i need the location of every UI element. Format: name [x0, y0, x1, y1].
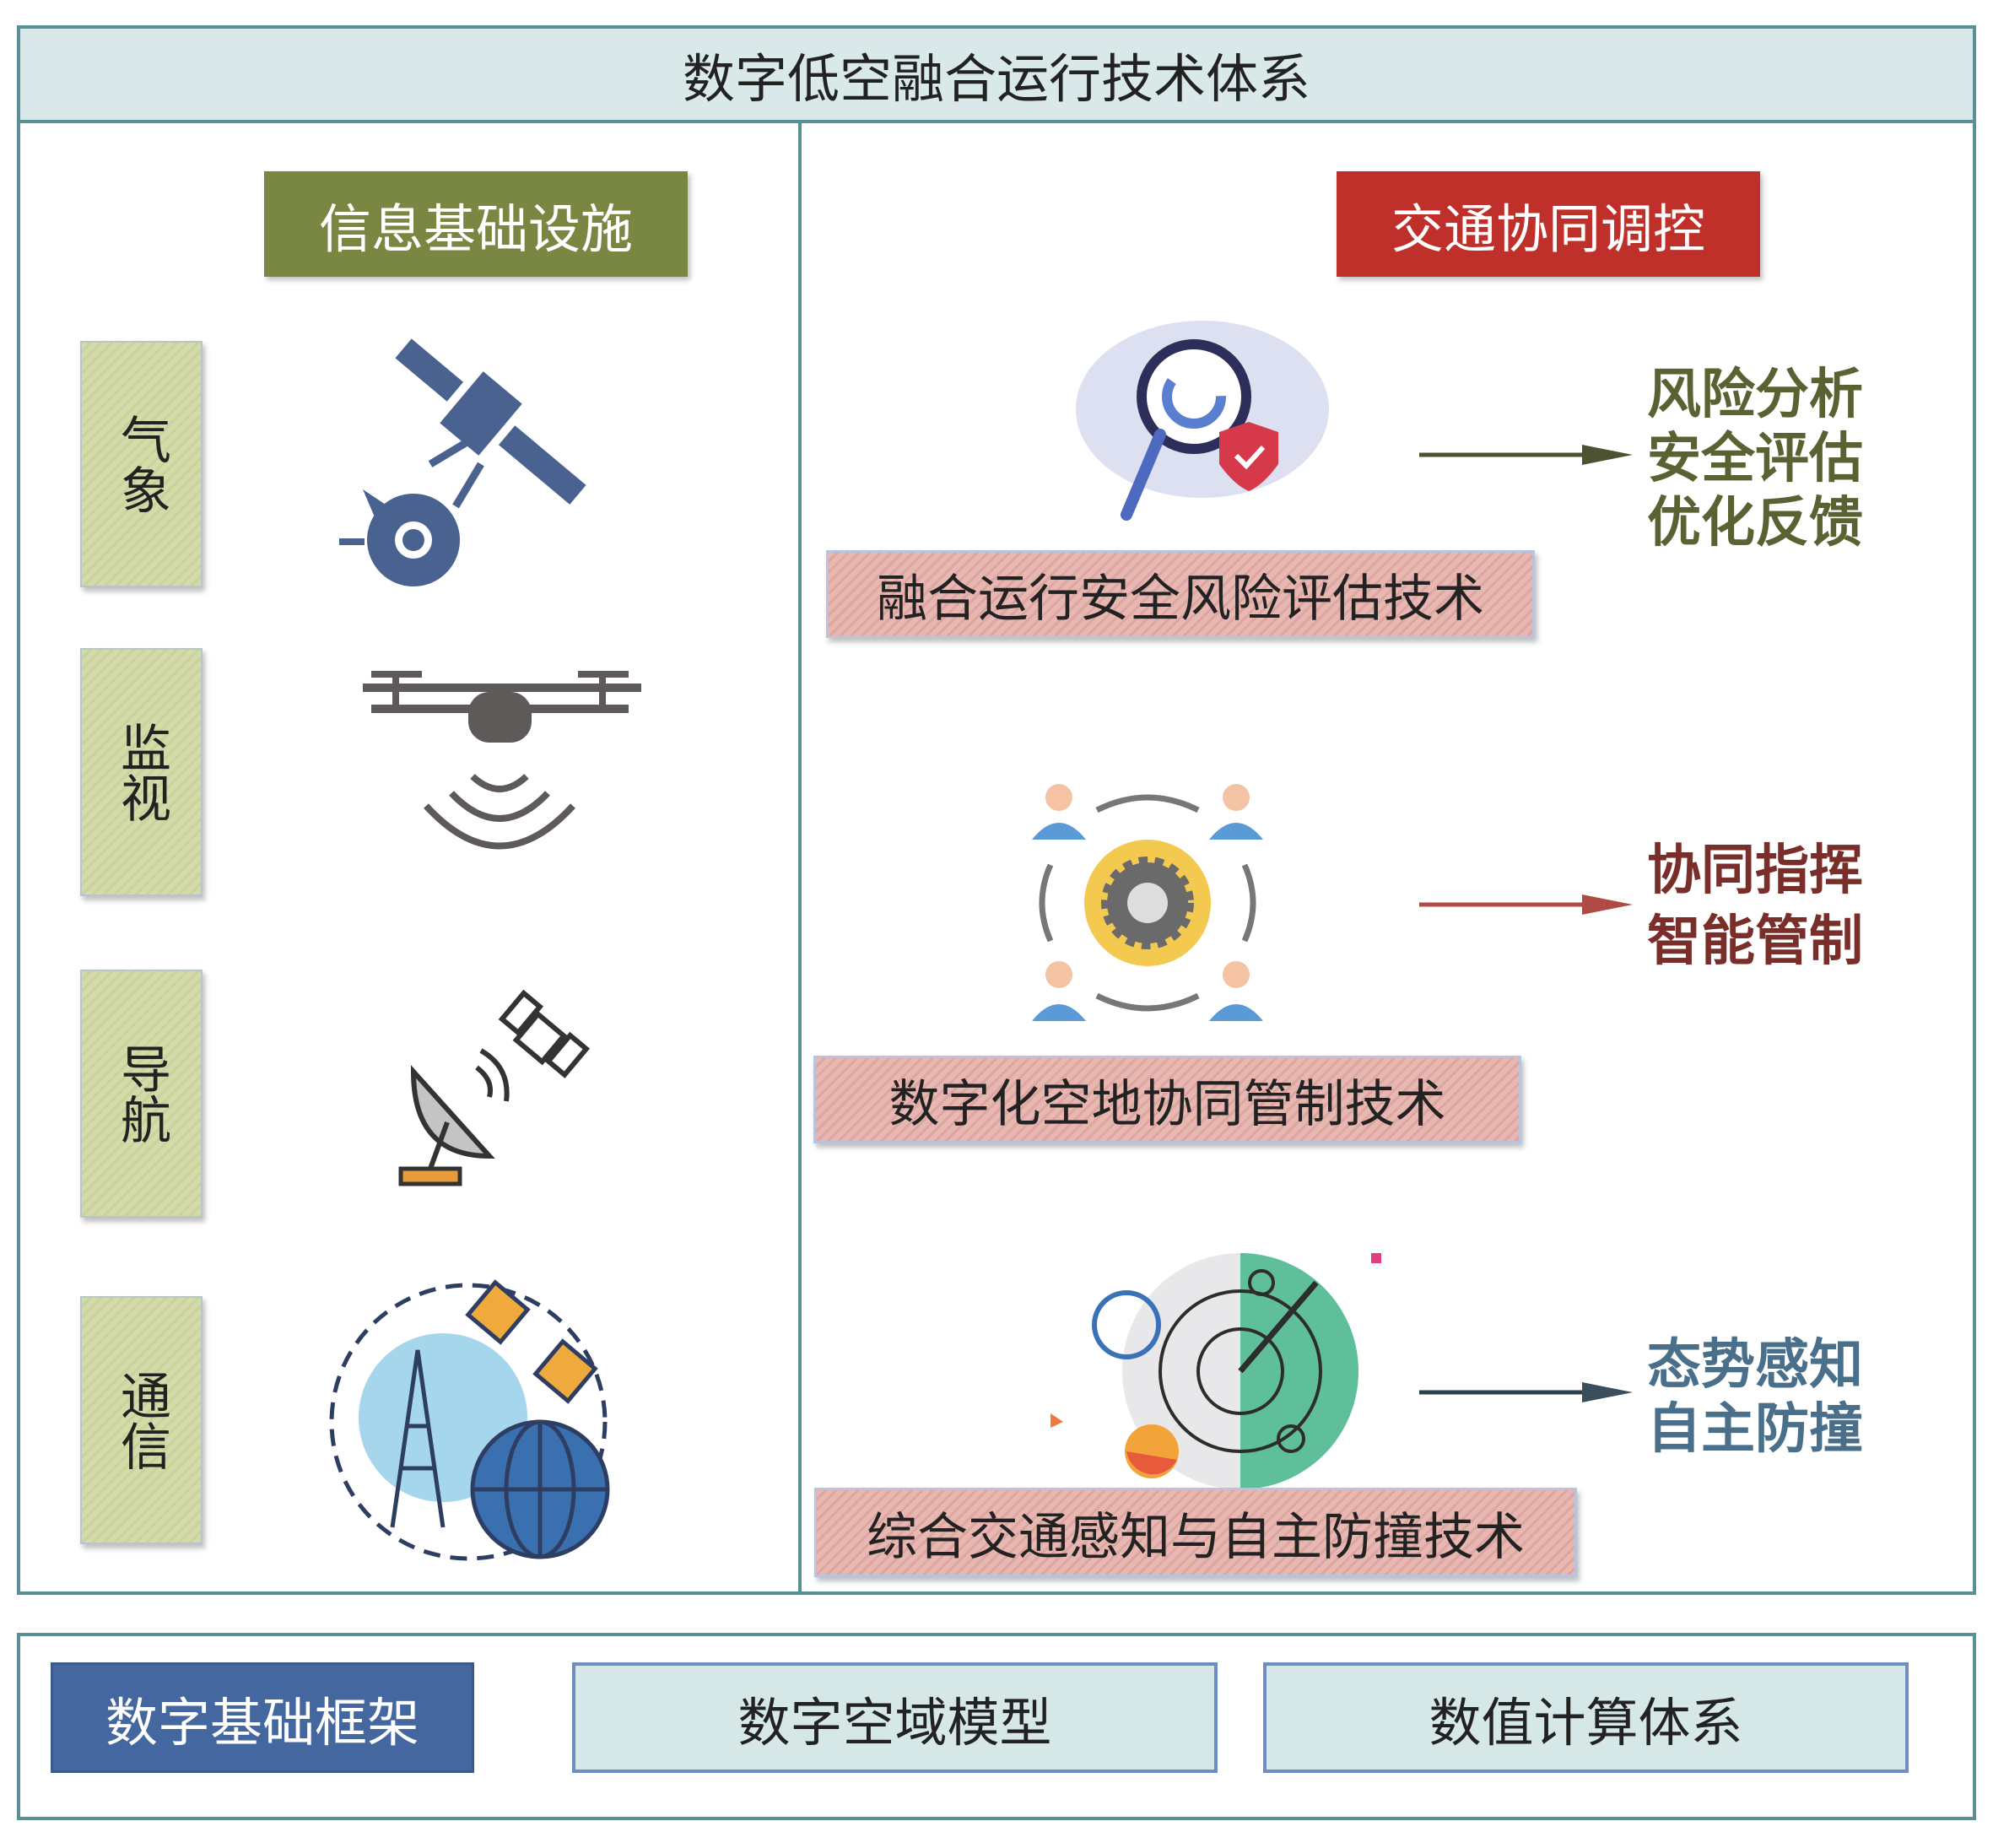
- outcome-text: 风险分析: [1647, 363, 1863, 426]
- arrow-icon: [1419, 894, 1633, 915]
- outcome-text: 智能管制: [1647, 910, 1863, 973]
- side-label-text: 监视: [111, 721, 171, 823]
- numerical-computation-box: 数值计算体系: [1263, 1662, 1909, 1773]
- outcome-text: 态势感知: [1647, 1333, 1863, 1397]
- radar-icon: [1051, 1253, 1381, 1489]
- panel-divider: [798, 123, 802, 1595]
- side-label-weather: 气象: [80, 341, 203, 587]
- outcome-list-risk: 风险分析 安全评估 优化反馈: [1647, 363, 1863, 555]
- outcome-text: 优化反馈: [1647, 491, 1863, 554]
- side-label-text: 气象: [111, 413, 171, 515]
- arrow-icon: [1419, 445, 1633, 465]
- weather-satellite-icon: [339, 338, 586, 586]
- main-panel: [17, 121, 1976, 1595]
- tech-perception-collision-avoidance: 综合交通感知与自主防撞技术: [814, 1488, 1577, 1577]
- outcome-text: 自主防撞: [1647, 1397, 1863, 1461]
- risk-analysis-magnifier-icon: [1076, 321, 1329, 521]
- digital-framework-box: 数字基础框架: [51, 1662, 474, 1773]
- outcome-arrows: [1419, 445, 1633, 1402]
- side-label-text: 通信: [111, 1370, 171, 1471]
- tech-collaborative-control: 数字化空地协同管制技术: [813, 1056, 1521, 1143]
- satellite-dish-navigation-icon: [398, 989, 591, 1186]
- traffic-control-header: 交通协同调控: [1337, 171, 1760, 277]
- outcome-text: 协同指挥: [1647, 839, 1863, 902]
- arrow-icon: [1419, 1382, 1633, 1402]
- side-label-surveillance: 监视: [80, 648, 203, 896]
- system-title: 数字低空融合运行技术体系: [17, 25, 1976, 123]
- side-label-text: 导航: [111, 1043, 171, 1144]
- outcome-list-control: 协同指挥 智能管制: [1647, 835, 1863, 977]
- foundation-panel: [17, 1633, 1976, 1820]
- drone-surveillance-icon: [363, 671, 641, 850]
- collaboration-gear-icon: [1032, 784, 1263, 1021]
- digital-airspace-model-box: 数字空域模型: [572, 1662, 1218, 1773]
- communication-tower-globe-icon: [329, 1279, 610, 1561]
- infrastructure-header: 信息基础设施: [264, 171, 688, 277]
- side-label-navigation: 导航: [80, 970, 203, 1218]
- outcome-list-perception: 态势感知 自主防撞: [1647, 1333, 1863, 1462]
- outcome-text: 安全评估: [1647, 427, 1863, 490]
- tech-risk-assessment: 融合运行安全风险评估技术: [826, 550, 1535, 638]
- side-label-communication: 通信: [80, 1296, 203, 1544]
